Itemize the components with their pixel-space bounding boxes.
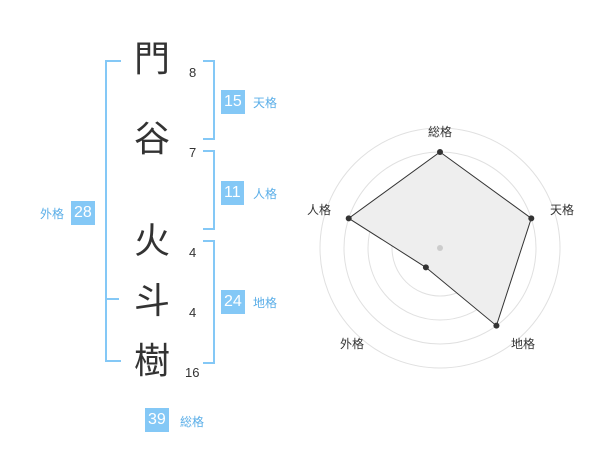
name-char-1: 門 xyxy=(133,39,170,80)
radar-point xyxy=(345,215,352,222)
gaikaku-value: 28 xyxy=(71,201,95,225)
gaikaku-label: 外格 xyxy=(40,207,65,221)
radar-point xyxy=(493,322,500,329)
gaikaku-bracket xyxy=(105,60,121,362)
stroke-count-2: 7 xyxy=(189,145,197,160)
stroke-count-5: 16 xyxy=(185,365,200,380)
jinkaku-value: 11 xyxy=(221,181,244,205)
radar-label-gaikaku: 外格 xyxy=(340,337,365,351)
chikaku-bracket xyxy=(203,240,215,364)
tenkaku-value: 15 xyxy=(221,90,245,114)
radar-label-soukaku: 総格 xyxy=(428,125,453,139)
chikaku-value: 24 xyxy=(221,290,245,314)
soukaku-label: 総格 xyxy=(180,415,205,429)
radar-label-tenkaku: 天格 xyxy=(550,203,575,217)
name-char-4: 斗 xyxy=(133,281,170,322)
name-char-2: 谷 xyxy=(133,119,170,160)
radar-point xyxy=(422,264,429,271)
gaikaku-inner-tick xyxy=(105,298,119,300)
stroke-count-3: 4 xyxy=(189,245,197,260)
chikaku-label: 地格 xyxy=(253,296,278,310)
tenkaku-label: 天格 xyxy=(253,96,278,110)
radar-area xyxy=(347,151,532,327)
soukaku-value: 39 xyxy=(145,408,169,432)
name-char-3: 火 xyxy=(133,221,170,262)
jinkaku-label: 人格 xyxy=(253,187,278,201)
jinkaku-bracket xyxy=(203,150,215,230)
name-char-5: 樹 xyxy=(133,341,170,382)
radar-center xyxy=(437,245,443,251)
radar-label-chikaku: 地格 xyxy=(511,337,536,351)
radar-label-jinkaku: 人格 xyxy=(307,203,332,217)
stroke-count-1: 8 xyxy=(189,65,197,80)
radar-point xyxy=(437,149,443,155)
tenkaku-bracket xyxy=(203,60,215,140)
stroke-count-4: 4 xyxy=(189,305,197,320)
radar-point xyxy=(528,215,535,222)
radar-ring xyxy=(319,127,561,369)
